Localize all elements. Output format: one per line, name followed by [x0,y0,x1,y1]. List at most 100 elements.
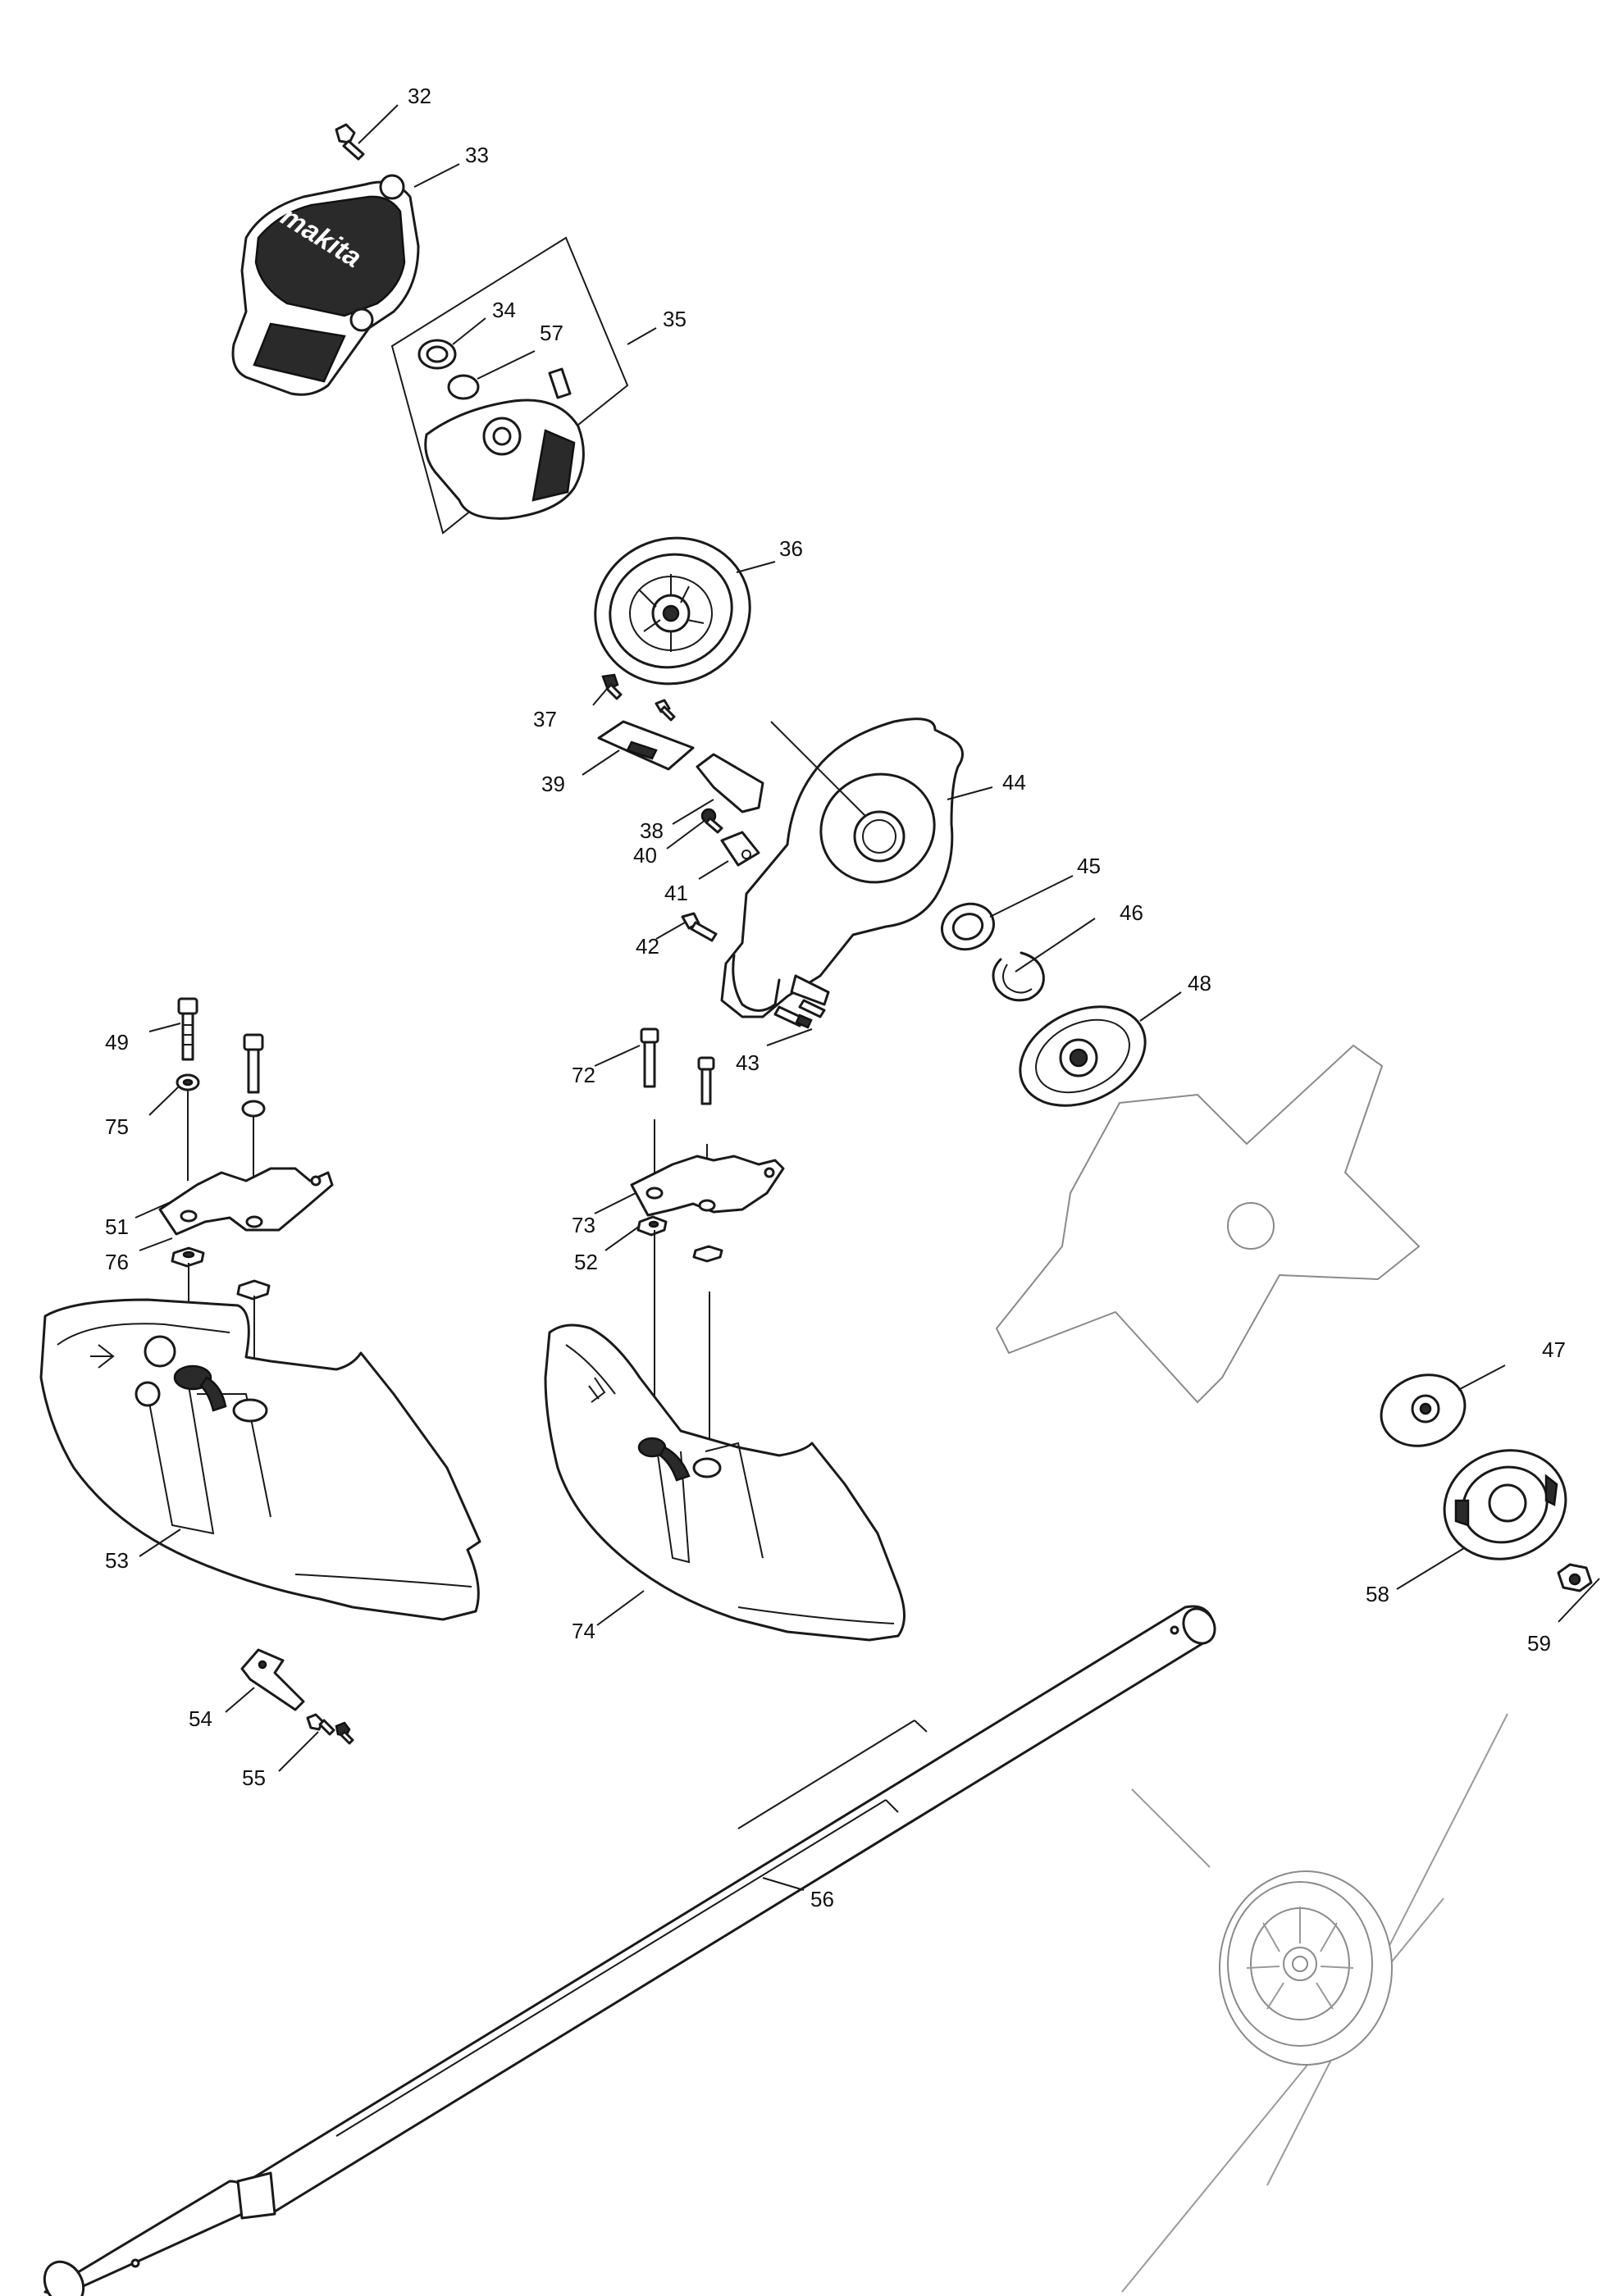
fan-plate-35[interactable] [424,367,585,520]
callout-35[interactable]: 35 [663,307,687,331]
svg-text:47: 47 [1542,1337,1566,1362]
protector-58[interactable] [1429,1433,1581,1575]
callout-46[interactable]: 46 [1120,900,1143,925]
callout-43[interactable]: 43 [736,1050,760,1075]
callout-36[interactable]: 36 [779,536,803,561]
screw-32[interactable] [335,123,365,161]
svg-text:73: 73 [572,1213,595,1237]
svg-text:57: 57 [540,321,563,345]
clamp-bracket-51[interactable] [158,1167,334,1236]
washer-75[interactable] [176,1073,200,1091]
controller-board-39[interactable] [597,720,695,771]
bolt-72[interactable] [640,1027,659,1088]
bolt-49b[interactable] [243,1033,264,1094]
nut-76[interactable] [171,1246,205,1268]
callout-45[interactable]: 45 [1077,854,1101,878]
callout-38[interactable]: 38 [640,818,664,843]
leader-lines [135,104,1600,1891]
callout-42[interactable]: 42 [636,934,659,959]
svg-text:39: 39 [541,772,565,796]
clamp-bracket-73[interactable] [630,1155,785,1217]
callout-48[interactable]: 48 [1188,971,1211,995]
callout-57[interactable]: 57 [540,321,563,345]
washer-75b[interactable] [241,1100,266,1118]
svg-text:53: 53 [105,1548,129,1573]
nut-76b[interactable] [236,1279,271,1301]
bolt-49[interactable] [177,997,198,1061]
svg-text:55: 55 [242,1765,266,1790]
screw-42[interactable] [681,912,718,942]
shaft-pipe-56[interactable] [37,1603,1221,2296]
nut-52b[interactable] [692,1245,723,1263]
callout-72[interactable]: 72 [572,1063,595,1087]
screws-55[interactable] [306,1713,354,1745]
svg-text:48: 48 [1188,971,1211,995]
callout-40[interactable]: 40 [633,843,657,868]
clamp-41[interactable] [720,831,760,867]
callout-47[interactable]: 47 [1542,1337,1566,1362]
svg-text:45: 45 [1077,854,1101,878]
callout-75[interactable]: 75 [105,1114,129,1139]
o-ring-57[interactable] [447,374,480,400]
circlip-46[interactable] [992,951,1045,1002]
svg-text:72: 72 [572,1063,595,1087]
callout-76[interactable]: 76 [105,1250,129,1274]
washer-47[interactable] [1371,1364,1475,1458]
holder-48[interactable] [1004,987,1161,1124]
nut-52[interactable] [636,1215,668,1237]
callout-34[interactable]: 34 [492,298,516,322]
svg-text:33: 33 [465,143,489,167]
blade-guard-53[interactable] [39,1298,481,1621]
svg-text:40: 40 [633,843,657,868]
bracket-38[interactable] [696,753,764,813]
svg-text:37: 37 [533,707,557,731]
four-tooth-blade [995,1044,1421,1404]
svg-text:34: 34 [492,298,516,322]
callout-73[interactable]: 73 [572,1213,595,1237]
callout-41[interactable]: 41 [664,881,688,905]
svg-text:41: 41 [664,881,688,905]
svg-text:74: 74 [572,1619,595,1643]
bearing-34[interactable] [417,339,457,370]
screw-40[interactable] [700,808,723,834]
callout-56[interactable]: 56 [810,1887,834,1911]
svg-text:43: 43 [736,1050,760,1075]
plate-54[interactable] [240,1648,305,1711]
callout-54[interactable]: 54 [189,1706,212,1731]
blade-guard-74[interactable] [544,1323,906,1642]
svg-text:32: 32 [408,84,431,108]
callout-37[interactable]: 37 [533,707,557,731]
svg-text:75: 75 [105,1114,129,1139]
svg-text:59: 59 [1527,1631,1551,1656]
callout-49[interactable]: 49 [105,1030,129,1055]
svg-text:42: 42 [636,934,659,959]
svg-text:56: 56 [810,1887,834,1911]
callout-53[interactable]: 53 [105,1548,129,1573]
nylon-trimmer-head [1121,1713,1508,2293]
svg-text:35: 35 [663,307,687,331]
callout-58[interactable]: 58 [1366,1582,1389,1606]
bolt-43[interactable] [773,1005,813,1029]
nut-59[interactable] [1557,1563,1593,1592]
rotor-36[interactable] [575,517,771,705]
callout-74[interactable]: 74 [572,1619,595,1643]
motor-cover-33[interactable]: makita [231,174,420,396]
bearing-45[interactable] [936,897,1001,957]
screw-37[interactable] [601,673,623,700]
svg-text:58: 58 [1366,1582,1389,1606]
callout-59[interactable]: 59 [1527,1631,1551,1656]
screw-37b[interactable] [655,699,676,722]
svg-text:36: 36 [779,536,803,561]
callout-39[interactable]: 39 [541,772,565,796]
callout-52[interactable]: 52 [574,1250,598,1274]
svg-text:51: 51 [105,1214,129,1239]
callout-44[interactable]: 44 [1002,770,1026,795]
callout-33[interactable]: 33 [465,143,489,167]
callout-32[interactable]: 32 [408,84,431,108]
callout-55[interactable]: 55 [242,1765,266,1790]
callout-51[interactable]: 51 [105,1214,129,1239]
bolt-72b[interactable] [697,1056,715,1105]
gear-case-44[interactable] [720,718,964,1018]
svg-text:52: 52 [574,1250,598,1274]
